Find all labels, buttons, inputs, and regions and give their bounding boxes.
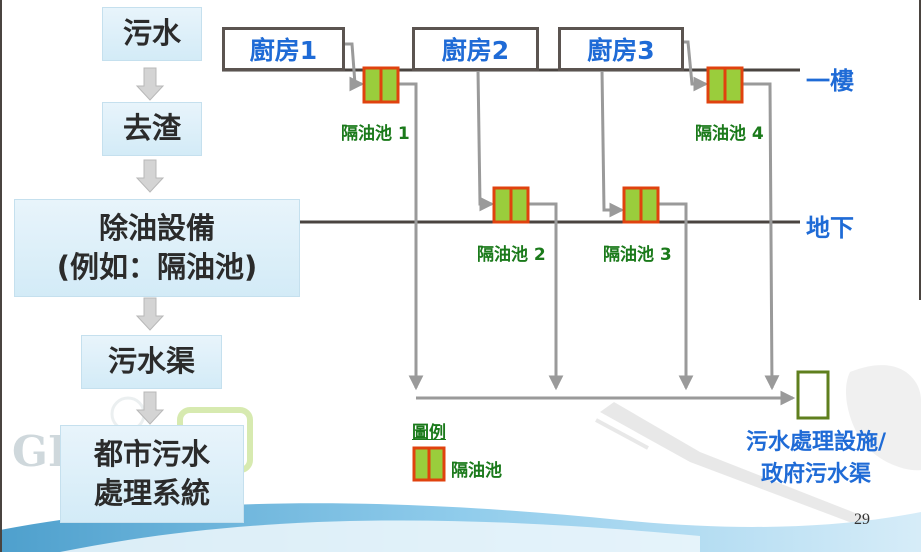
destination-line1: 污水處理設施/ <box>745 430 887 455</box>
pipe-kitchen1-to-pool1 <box>345 42 365 92</box>
flow-step-degreasing-line1: 除油設備 <box>98 210 215 245</box>
destination-box <box>796 370 830 420</box>
floor-label-basement: 地下 <box>806 214 854 242</box>
flow-step-screening: 去渣 <box>102 102 202 156</box>
kitchen-box-3: 廚房3 <box>558 27 684 71</box>
kitchen-box-1: 廚房1 <box>222 27 345 71</box>
down-arrow-4 <box>135 391 165 425</box>
grease-trap-4 <box>706 66 744 104</box>
flow-step-degreasing: 除油設備 (例如：隔油池) <box>14 199 300 297</box>
flow-arrows <box>135 67 165 425</box>
grease-trap-1 <box>362 66 400 104</box>
destination-line2: 政府污水渠 <box>760 461 871 487</box>
pipe-pool2-out <box>528 202 564 391</box>
grease-trap-4-label: 隔油池 4 <box>695 124 764 144</box>
fork-decoration <box>595 402 868 526</box>
pipe-kitchen2-to-pool2 <box>476 69 495 212</box>
pipe-kitchen3-to-pool3 <box>600 69 625 218</box>
grease-trap-2 <box>492 186 530 224</box>
page-number: 29 <box>854 511 870 528</box>
legend-title: 圖例 <box>412 423 446 443</box>
kitchen-2-label: 廚房2 <box>441 36 510 65</box>
grease-trap-3-label: 隔油池 3 <box>603 245 672 265</box>
pipe-pool1-out <box>398 82 424 391</box>
spoon-decoration <box>845 365 921 471</box>
flow-step-treatment-line1: 都市污水 <box>93 436 210 471</box>
legend-item-label: 隔油池 <box>451 461 502 481</box>
flow-step-sewer-label: 污水渠 <box>107 344 195 379</box>
kitchen-box-2: 廚房2 <box>412 27 539 71</box>
legend-grease-trap-icon <box>412 446 446 482</box>
grease-trap-2-label: 隔油池 2 <box>477 245 546 265</box>
floor-label-ground: 一樓 <box>806 67 854 95</box>
flow-step-sewage: 污水 <box>102 7 202 61</box>
flow-step-degreasing-line2: (例如：隔油池) <box>56 250 258 284</box>
down-arrow-1 <box>135 67 165 101</box>
pipe-network <box>345 40 796 406</box>
pipe-pool4-out <box>742 82 780 391</box>
flow-step-sewage-label: 污水 <box>122 16 181 51</box>
kitchen-1-label: 廚房1 <box>249 36 318 65</box>
down-arrow-3 <box>135 297 165 331</box>
pipe-kitchen3-to-pool4 <box>684 40 709 92</box>
pipe-pool3-out <box>658 202 694 391</box>
flow-step-sewer: 污水渠 <box>81 335 222 389</box>
kitchen-3-label: 廚房3 <box>587 36 655 65</box>
down-arrow-2 <box>135 159 165 193</box>
flow-step-treatment: 都市污水 處理系統 <box>60 425 244 523</box>
flow-step-treatment-line2: 處理系統 <box>93 476 210 510</box>
flow-step-screening-label: 去渣 <box>122 111 181 146</box>
grease-trap-3 <box>622 186 660 224</box>
grease-trap-1-label: 隔油池 1 <box>341 124 410 144</box>
destination-label: 污水處理設施/ 政府污水渠 <box>718 427 914 491</box>
